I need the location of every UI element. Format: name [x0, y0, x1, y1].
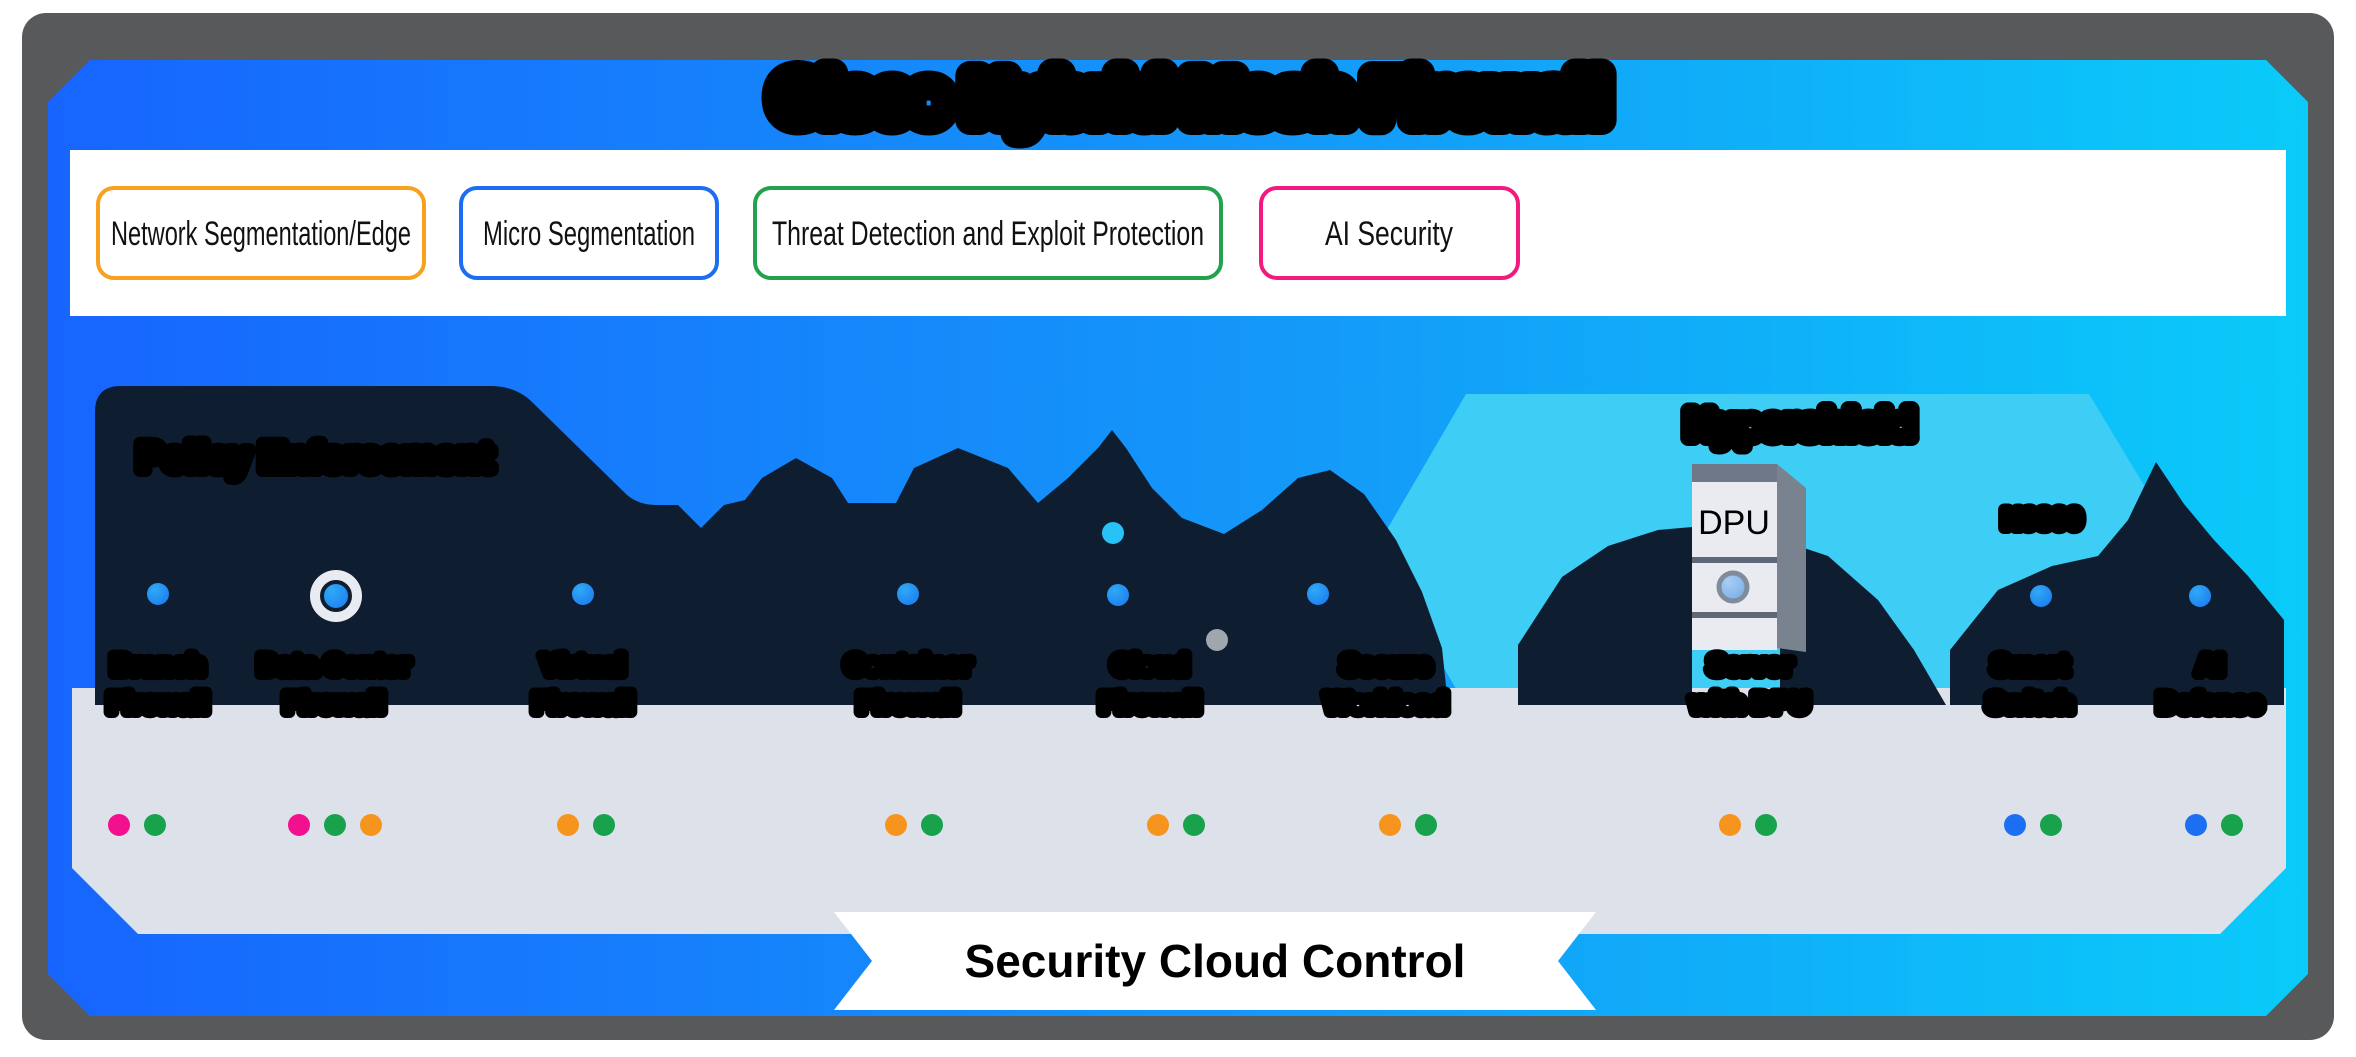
dot	[360, 814, 382, 836]
dot	[921, 814, 943, 836]
led-data-center-firewall-icon	[320, 580, 352, 612]
dot	[885, 814, 907, 836]
dpu-right-silhouette	[1780, 540, 1946, 705]
dot	[144, 814, 166, 836]
label-cloud-2: Firewall	[1100, 688, 1201, 718]
label-switch-1: Smart	[1992, 650, 2069, 680]
dpu-server-divider-2	[1692, 612, 1777, 618]
dot	[2221, 814, 2243, 836]
led-ai-defense-icon	[2189, 585, 2211, 607]
led-container-firewall-icon	[897, 583, 919, 605]
dpu-server-side	[1777, 464, 1806, 652]
appliance-leds	[147, 522, 2211, 651]
dpu-left-silhouette	[1518, 527, 1692, 705]
label-switch-2: Switch	[1986, 688, 2073, 718]
dot	[108, 814, 130, 836]
switch-model-label: N9300	[2002, 504, 2082, 534]
led-branch-firewall-icon	[147, 583, 169, 605]
dot	[1415, 814, 1437, 836]
pill-threat-detection-label: Threat Detection and Exploit Protection	[772, 215, 1204, 253]
led-cloud-top-icon	[1102, 522, 1124, 544]
policy-and-firewall-icons-silhouette	[95, 386, 1448, 705]
dot	[1719, 814, 1741, 836]
enforcement-point-labels: Branch Firewall Data Center Firewall Vir…	[102, 644, 2269, 724]
label-ai-2: Defense	[2157, 688, 2262, 718]
switch-ai-silhouette	[1950, 462, 2284, 705]
dot	[1379, 814, 1401, 836]
label-dpu-1: Server	[1708, 650, 1793, 680]
led-secure-workload-icon	[1307, 583, 1329, 605]
dot	[324, 814, 346, 836]
label-container-2: Firewall	[858, 688, 959, 718]
dot	[593, 814, 615, 836]
dpu-server-divider-1	[1692, 557, 1777, 563]
pill-micro-segmentation	[459, 186, 719, 280]
dot	[288, 814, 310, 836]
label-branch-1: Branch	[111, 650, 204, 680]
hypershield-label: Hypershield	[1686, 403, 1915, 447]
dpu-server-cap	[1692, 464, 1777, 482]
dot	[557, 814, 579, 836]
policy-enforcement-label: Policy Enforcement	[138, 437, 493, 479]
security-cloud-control-banner	[834, 912, 1596, 1010]
led-cloud-firewall-icon	[1107, 584, 1129, 606]
dot	[1755, 814, 1777, 836]
dpu-text: DPU	[1698, 504, 1770, 542]
pill-ai-security-label: AI Security	[1325, 215, 1453, 253]
dot	[2040, 814, 2062, 836]
dpu-server: DPU	[1692, 464, 1806, 652]
icon-silhouettes	[95, 386, 2284, 705]
label-container-1: Container	[845, 650, 972, 680]
label-workload-2: Workload	[1325, 688, 1448, 718]
led-cloud-gray-icon	[1206, 629, 1228, 651]
dot	[2185, 814, 2207, 836]
pill-network-segmentation-label: Network Segmentation/Edge	[111, 215, 411, 253]
label-virtual-2: Firewall	[533, 688, 634, 718]
pill-micro-segmentation-label: Micro Segmentation	[483, 215, 695, 253]
dpu-server-face	[1692, 482, 1777, 650]
label-datacenter-1: Data Center	[258, 650, 410, 680]
pill-network-segmentation	[96, 186, 426, 280]
capability-dots	[108, 814, 2243, 836]
label-cloud-1: Cloud	[1112, 650, 1188, 680]
dot	[2004, 814, 2026, 836]
led-smart-switch-icon	[2030, 585, 2052, 607]
label-ai-1: AI	[2197, 650, 2224, 680]
security-cloud-control-label: Security Cloud Control	[965, 935, 1466, 987]
dot	[1183, 814, 1205, 836]
dpu-led-icon	[1716, 570, 1750, 604]
label-workload-1: Secure	[1341, 650, 1431, 680]
led-virtual-firewall-icon	[572, 583, 594, 605]
label-branch-2: Firewall	[108, 688, 209, 718]
label-virtual-1: Virtual	[541, 650, 625, 680]
enforcement-band	[72, 688, 2286, 934]
diagram-title: Cisco Hybrid Mesh Firewall	[774, 62, 1606, 134]
capability-pills: Network Segmentation/Edge Micro Segmenta…	[96, 186, 1520, 280]
label-datacenter-2: Firewall	[284, 688, 385, 718]
pill-ai-security	[1259, 186, 1520, 280]
dot	[1147, 814, 1169, 836]
pill-threat-detection	[753, 186, 1223, 280]
label-dpu-2: with DPU	[1690, 688, 1810, 718]
